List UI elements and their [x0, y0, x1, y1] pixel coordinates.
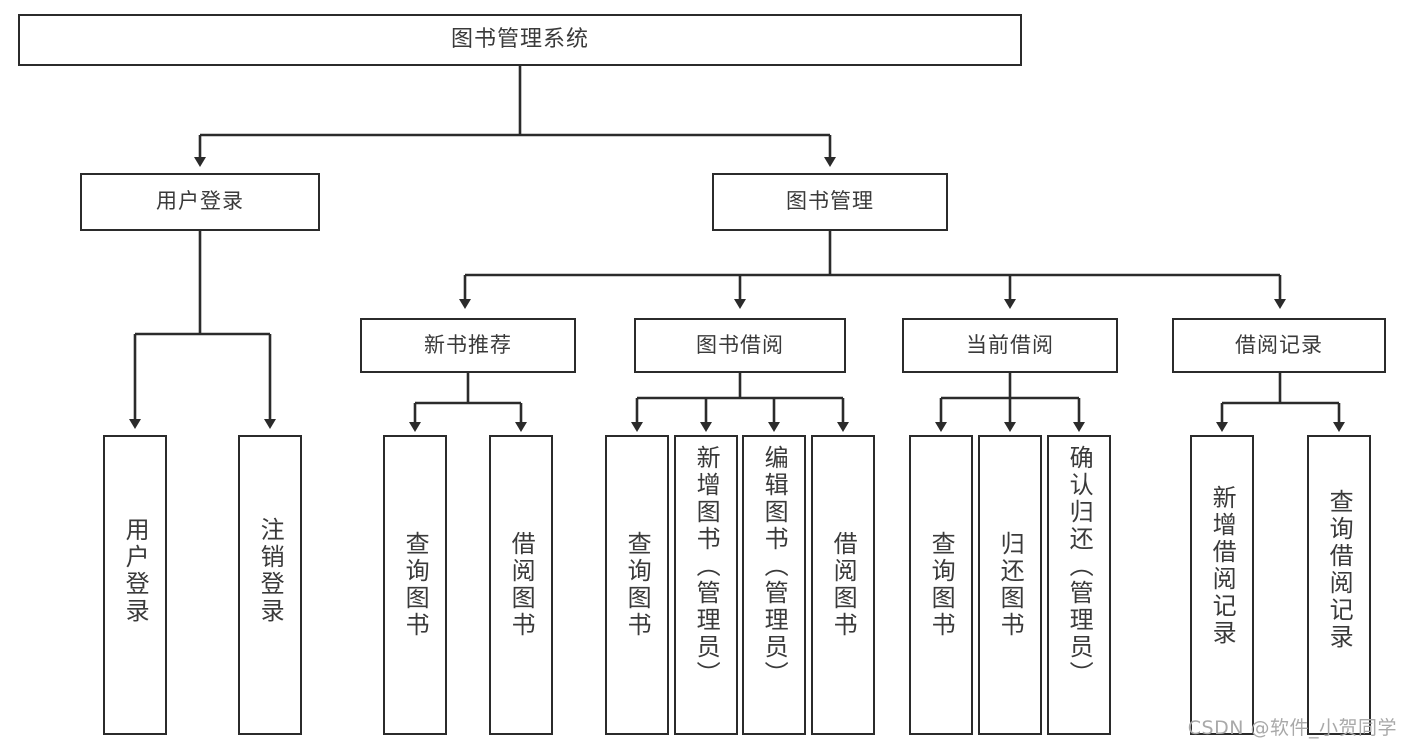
- node-label: 查询图书: [927, 531, 956, 639]
- node-label: 新增借阅记录: [1208, 485, 1237, 647]
- leaf-user-login[interactable]: 用户登录: [103, 435, 167, 735]
- leaf-add-book-admin[interactable]: 新增图书（管理员）: [674, 435, 738, 735]
- leaf-return-books[interactable]: 归还图书: [978, 435, 1042, 735]
- leaf-logout[interactable]: 注销登录: [238, 435, 302, 735]
- leaf-query-books-current[interactable]: 查询图书: [909, 435, 973, 735]
- leaf-query-books-borrow[interactable]: 查询图书: [605, 435, 669, 735]
- node-label: 注销登录: [256, 517, 285, 625]
- node-label: 借阅图书: [507, 531, 536, 639]
- node-label: 当前借阅: [966, 332, 1054, 357]
- leaf-query-borrow-record[interactable]: 查询借阅记录: [1307, 435, 1371, 735]
- node-label: 查询图书: [623, 531, 652, 639]
- node-label: 用户登录: [156, 189, 244, 214]
- leaf-query-books-rec[interactable]: 查询图书: [383, 435, 447, 735]
- node-label: 借阅记录: [1235, 332, 1323, 357]
- node-new-book-recommendation[interactable]: 新书推荐: [360, 318, 576, 373]
- node-label: 新书推荐: [424, 332, 512, 357]
- node-borrowing-records[interactable]: 借阅记录: [1172, 318, 1386, 373]
- node-book-borrowing[interactable]: 图书借阅: [634, 318, 846, 373]
- node-label: 用户登录: [121, 517, 150, 625]
- node-label: 图书借阅: [696, 332, 784, 357]
- csdn-watermark: CSDN @软件_小贺同学: [1187, 717, 1397, 739]
- node-label: 图书管理系统: [450, 26, 589, 52]
- node-label: 借阅图书: [829, 531, 858, 639]
- node-root-book-management-system[interactable]: 图书管理系统: [18, 14, 1022, 66]
- node-book-management[interactable]: 图书管理: [712, 173, 948, 231]
- node-label: 确认归还（管理员）: [1065, 445, 1094, 688]
- node-label: 查询借阅记录: [1325, 489, 1354, 651]
- leaf-add-borrow-record[interactable]: 新增借阅记录: [1190, 435, 1254, 735]
- node-label: 归还图书: [996, 531, 1025, 639]
- node-label: 新增图书（管理员）: [692, 445, 721, 688]
- node-label: 图书管理: [786, 189, 874, 214]
- leaf-borrow-books-rec[interactable]: 借阅图书: [489, 435, 553, 735]
- leaf-borrow-books[interactable]: 借阅图书: [811, 435, 875, 735]
- node-label: 查询图书: [401, 531, 430, 639]
- node-user-login[interactable]: 用户登录: [80, 173, 320, 231]
- leaf-edit-book-admin[interactable]: 编辑图书（管理员）: [742, 435, 806, 735]
- node-label: 编辑图书（管理员）: [760, 445, 789, 688]
- leaf-confirm-return-admin[interactable]: 确认归还（管理员）: [1047, 435, 1111, 735]
- node-current-borrowing[interactable]: 当前借阅: [902, 318, 1118, 373]
